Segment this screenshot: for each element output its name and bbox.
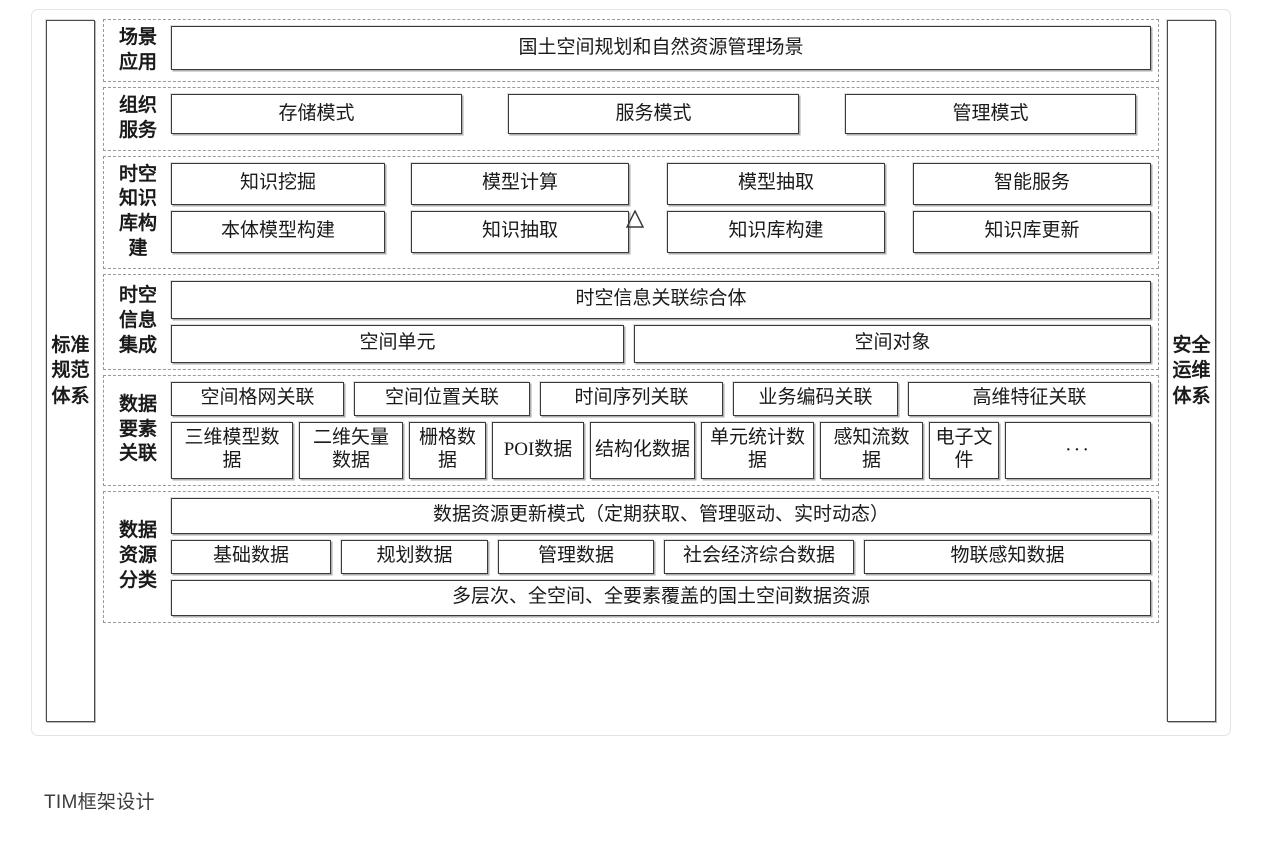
layer-scene-application: 场景应用 国土空间规划和自然资源管理场景 — [103, 19, 1159, 83]
layer-stack: 场景应用 国土空间规划和自然资源管理场景 组织服务 存储模式 服务模式 — [103, 19, 1159, 723]
layer-organization-service: 组织服务 存储模式 服务模式 管理模式 — [103, 87, 1159, 151]
node-business-code-association[interactable]: 业务编码关联 — [733, 381, 898, 416]
layer-data-resource-classification: 数据资源分类 数据资源更新模式（定期获取、管理驱动、实时动态） 基础数据 规划数… — [103, 490, 1159, 623]
layer-data-element-association: 数据要素关联 空间格网关联 空间位置关联 时间序列关联 业务编码关联 高维特征关… — [103, 374, 1159, 486]
node-knowledge-base-update[interactable]: 知识库更新 — [913, 210, 1151, 253]
node-spatial-unit[interactable]: 空间单元 — [171, 324, 624, 363]
layer-label-organization-service: 组织服务 — [118, 95, 157, 142]
node-ontology-model-construction[interactable]: 本体模型构建 — [171, 210, 385, 253]
layer-label-knowledge-base-construction: 时空知识库构建 — [118, 163, 157, 259]
node-storage-mode[interactable]: 存储模式 — [171, 94, 462, 135]
node-full-coverage-land-space-data-resource[interactable]: 多层次、全空间、全要素覆盖的国土空间数据资源 — [171, 579, 1151, 616]
layer-label-scene-application: 场景应用 — [118, 27, 157, 73]
figure-caption: TIM框架设计 — [44, 792, 155, 813]
node-electronic-document[interactable]: 电子文件 — [929, 421, 999, 479]
layer-knowledge-base-construction: 时空知识库构建 知识挖掘 模型计算 模型抽取 智能服务 本体模型构建 知识抽取 … — [103, 155, 1159, 269]
node-2d-vector-data[interactable]: 二维矢量数据 — [299, 421, 403, 479]
node-spatial-object[interactable]: 空间对象 — [634, 324, 1151, 363]
node-spatial-location-association[interactable]: 空间位置关联 — [354, 381, 530, 416]
node-more-ellipsis[interactable]: ··· — [1005, 421, 1151, 479]
node-knowledge-base-construction[interactable]: 知识库构建 — [667, 210, 885, 253]
node-sensing-stream-data[interactable]: 感知流数据 — [820, 421, 923, 479]
node-high-dimensional-feature-association[interactable]: 高维特征关联 — [908, 381, 1151, 416]
node-planning-data[interactable]: 规划数据 — [341, 539, 488, 574]
left-pillar-label: 标准规范体系 — [51, 335, 90, 407]
left-pillar-standards: 标准规范体系 — [46, 20, 95, 722]
node-spatial-grid-association[interactable]: 空间格网关联 — [171, 381, 344, 416]
layer-label-data-resource-classification: 数据资源分类 — [118, 520, 157, 591]
right-pillar-label: 安全运维体系 — [1172, 335, 1211, 407]
layer-information-integration: 时空信息集成 时空信息关联综合体 空间单元 空间对象 — [103, 273, 1159, 370]
node-knowledge-extraction[interactable]: 知识抽取 — [411, 210, 629, 253]
node-raster-data[interactable]: 栅格数据 — [409, 421, 486, 479]
node-model-computation[interactable]: 模型计算 — [411, 162, 629, 205]
node-model-extraction[interactable]: 模型抽取 — [667, 162, 885, 205]
node-unit-statistics-data[interactable]: 单元统计数据 — [701, 421, 814, 479]
node-management-mode[interactable]: 管理模式 — [845, 94, 1136, 135]
node-data-resource-update-mode[interactable]: 数据资源更新模式（定期获取、管理驱动、实时动态） — [171, 497, 1151, 534]
figure-frame: 标准规范体系 场景应用 国土空间规划和自然资源管理场景 组织服务 — [31, 9, 1231, 736]
right-pillar-security-ops: 安全运维体系 — [1167, 20, 1216, 722]
node-service-mode[interactable]: 服务模式 — [508, 94, 799, 135]
node-basic-data[interactable]: 基础数据 — [171, 539, 331, 574]
node-structured-data[interactable]: 结构化数据 — [590, 421, 695, 479]
node-knowledge-mining[interactable]: 知识挖掘 — [171, 162, 385, 205]
node-management-data[interactable]: 管理数据 — [498, 539, 654, 574]
node-3d-model-data[interactable]: 三维模型数据 — [171, 421, 293, 479]
node-socioeconomic-comprehensive-data[interactable]: 社会经济综合数据 — [664, 539, 854, 574]
node-iot-sensing-data[interactable]: 物联感知数据 — [864, 539, 1151, 574]
node-intelligent-service[interactable]: 智能服务 — [913, 162, 1151, 205]
framework-diagram: 标准规范体系 场景应用 国土空间规划和自然资源管理场景 组织服务 — [46, 19, 1216, 723]
node-poi-data[interactable]: POI数据 — [492, 421, 584, 479]
node-time-series-association[interactable]: 时间序列关联 — [540, 381, 723, 416]
node-spatiotemporal-information-complex[interactable]: 时空信息关联综合体 — [171, 280, 1151, 319]
node-scene-application-scenario[interactable]: 国土空间规划和自然资源管理场景 — [171, 26, 1151, 70]
layer-label-data-element-association: 数据要素关联 — [118, 393, 157, 465]
layer-label-information-integration: 时空信息集成 — [118, 285, 157, 356]
